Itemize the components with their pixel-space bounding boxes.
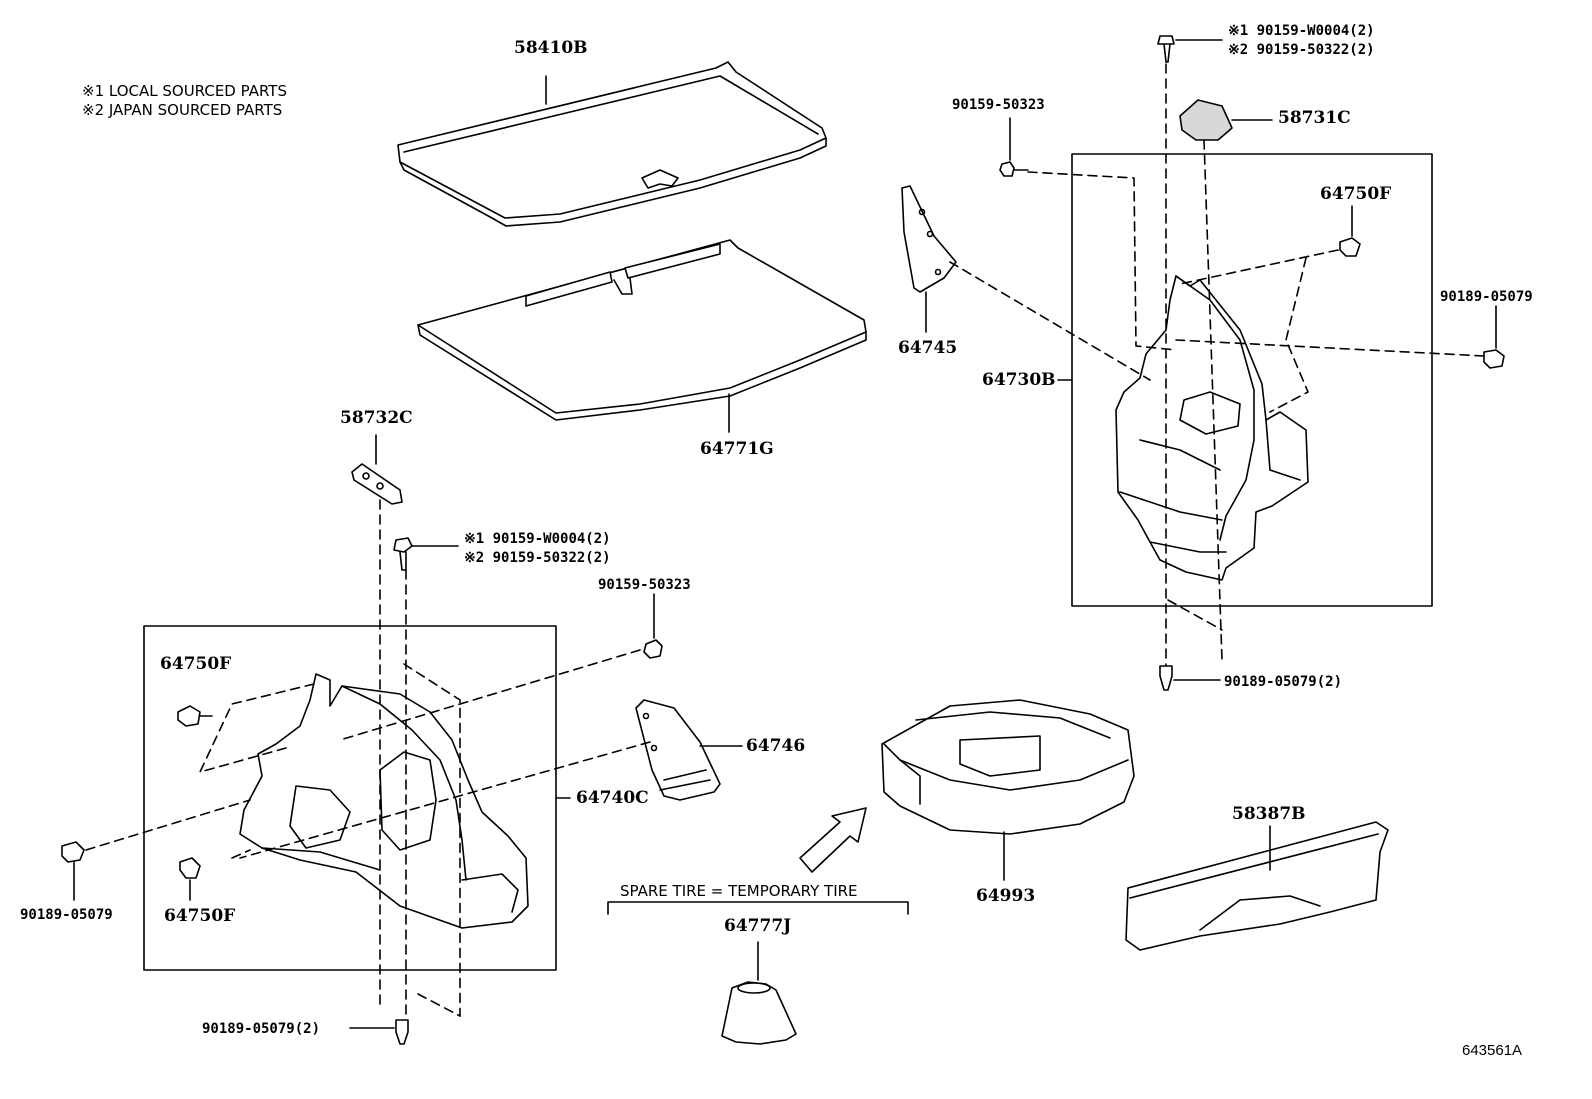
dashed-guides — [85, 63, 1485, 1021]
bolt-note-mid-left: ※1 90159-W0004(2) ※2 90159-50322(2) — [464, 530, 611, 568]
label-64750F-right: 64750F — [1320, 184, 1392, 204]
figure-id: 643561A — [1462, 1042, 1523, 1059]
bracket-64745 — [901, 185, 957, 333]
clip-64750F-left-bottom — [179, 857, 201, 901]
label-64771G: 64771G — [700, 439, 774, 459]
spacer-64777J — [607, 901, 909, 1045]
bolt-note-mid-left-local: ※1 90159-W0004(2) — [464, 531, 611, 547]
bolt-90159-50323-top — [999, 117, 1029, 177]
label-58731C: 58731C — [1278, 108, 1351, 128]
trim-panel-64740C — [239, 673, 529, 929]
clip-90189-05079-left-bottom — [349, 1019, 409, 1045]
label-64740C: 64740C — [576, 788, 649, 808]
label-90189-05079-2-left: 90189-05079(2) — [202, 1021, 321, 1037]
bolt-mid-left — [393, 537, 459, 571]
label-90159-50323-mid: 90159-50323 — [598, 577, 691, 593]
clip-90189-05079-right — [1483, 305, 1505, 369]
legend-line-japan: ※2 JAPAN SOURCED PARTS — [82, 100, 283, 119]
bolt-note-top-right-local: ※1 90159-W0004(2) — [1228, 23, 1375, 39]
bolt-note-top-right-japan: ※2 90159-50322(2) — [1228, 41, 1375, 58]
label-58732C: 58732C — [340, 408, 413, 428]
label-90159-50323-top: 90159-50323 — [952, 97, 1045, 113]
label-90189-05079-right: 90189-05079 — [1440, 289, 1533, 305]
bolt-90159-50323-mid — [643, 593, 663, 659]
label-58410B: 58410B — [514, 38, 588, 58]
bolt-note-mid-left-japan: ※2 90159-50322(2) — [464, 549, 611, 566]
bolt-top-right — [1157, 35, 1223, 63]
cover-64746 — [635, 699, 743, 801]
clip-90189-05079-left — [61, 841, 85, 901]
legend: ※1 LOCAL SOURCED PARTS ※2 JAPAN SOURCED … — [82, 82, 287, 120]
spare-tire-note: SPARE TIRE = TEMPORARY TIRE — [620, 882, 858, 900]
label-64750F-left-bottom: 64750F — [164, 906, 236, 926]
legend-line-local: ※1 LOCAL SOURCED PARTS — [82, 82, 287, 100]
sill-plate-58387B — [1125, 821, 1389, 951]
clip-90189-05079-right-bottom — [1159, 665, 1221, 691]
label-64750F-left-top: 64750F — [160, 654, 232, 674]
label-90189-05079-2-right: 90189-05079(2) — [1224, 674, 1343, 690]
label-64730B: 64730B — [982, 370, 1056, 390]
floor-mat-64771G — [417, 239, 867, 433]
tonneau-board-58410B — [397, 61, 827, 227]
label-64745: 64745 — [898, 338, 958, 358]
bolt-note-top-right: ※1 90159-W0004(2) ※2 90159-50322(2) — [1228, 22, 1375, 60]
clip-64750F-right — [1339, 205, 1361, 257]
label-64993: 64993 — [976, 886, 1036, 906]
label-58387B: 58387B — [1232, 804, 1306, 824]
clip-58732C — [351, 434, 403, 505]
clip-64750F-left-top — [177, 705, 213, 727]
trim-panel-64730B — [1115, 275, 1309, 581]
label-90189-05079-left: 90189-05079 — [20, 907, 113, 923]
tray-64993 — [799, 699, 1135, 881]
label-64777J: 64777J — [724, 916, 792, 936]
cap-58731C — [1179, 99, 1273, 141]
label-64746: 64746 — [746, 736, 806, 756]
